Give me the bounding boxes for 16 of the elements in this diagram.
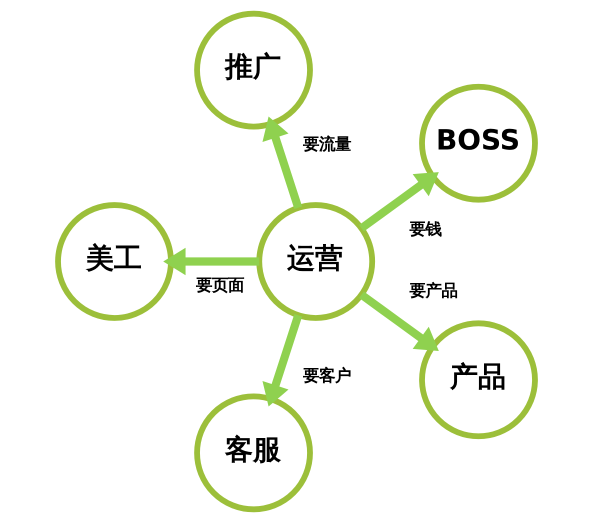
node-circle: 运营 (256, 202, 375, 320)
arrow (262, 116, 302, 208)
arrow (262, 314, 302, 406)
edge-label: 要钱 (409, 218, 442, 238)
arrow (162, 247, 259, 275)
edge-label: 要客户 (302, 365, 351, 384)
node-circle: 产品 (418, 320, 538, 439)
edge-label: 要流量 (302, 134, 351, 153)
node-circle: 美工 (54, 202, 174, 320)
edge-label: 要页面 (195, 274, 244, 294)
arrow (358, 290, 438, 350)
arrow (358, 172, 438, 232)
node-circle: BOSS (418, 83, 538, 202)
node-circle: 客服 (194, 392, 312, 512)
node-circle: 推广 (194, 10, 312, 130)
edge-label: 要产品 (409, 280, 458, 300)
